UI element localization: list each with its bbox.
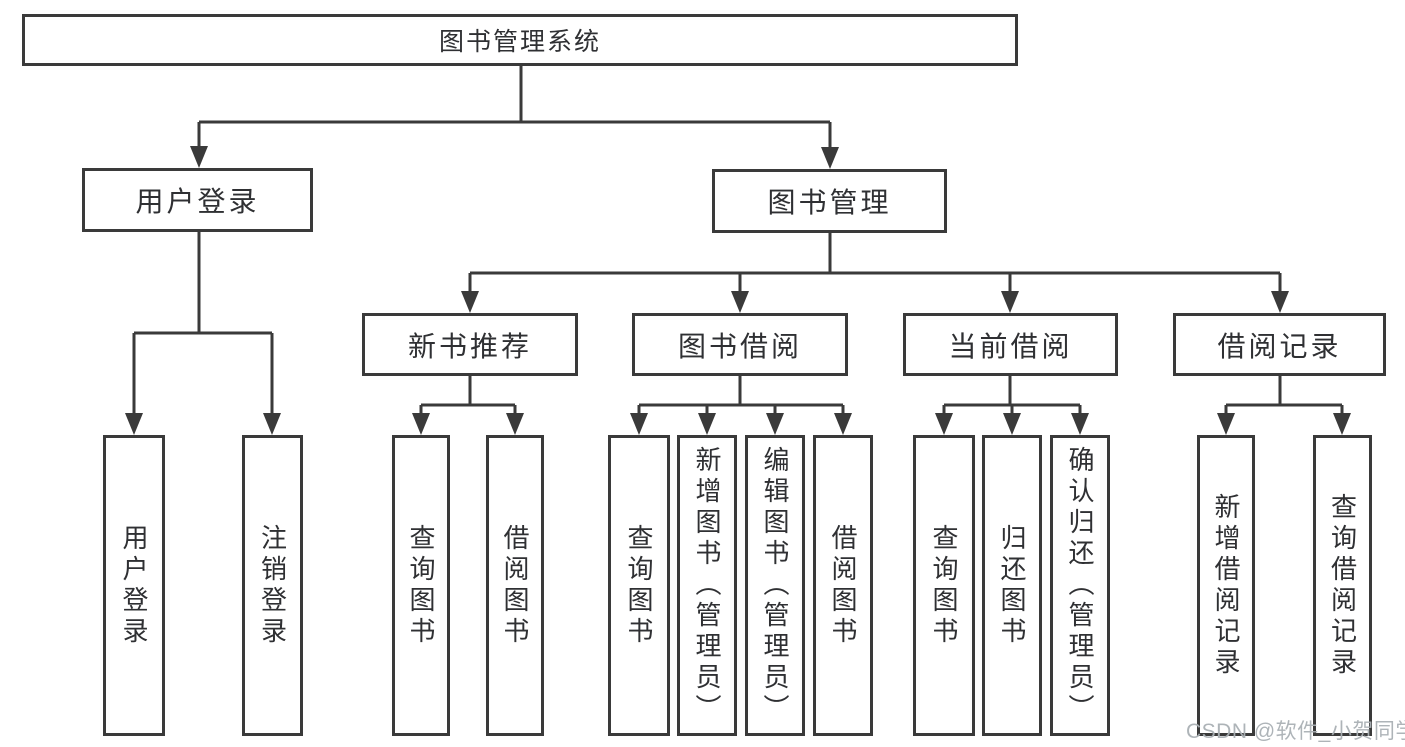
node-label: 归还图书 — [997, 523, 1027, 648]
node-label: 借阅图书 — [500, 523, 530, 648]
csdn-watermark: CSDN @软件_小贺同学 — [1186, 720, 1405, 743]
node-label: 新增图书（管理员） — [692, 446, 722, 725]
node-label: 查询图书 — [624, 523, 654, 648]
node-label: 用户登录 — [135, 186, 260, 217]
leaf-query-borrowing-record: 查询借阅记录 — [1313, 435, 1372, 736]
leaf-user-login: 用户登录 — [103, 435, 165, 736]
node-label: 新书推荐 — [407, 330, 532, 362]
leaf-borrow-books-recommendation: 借阅图书 — [486, 435, 544, 736]
node-label: 借阅图书 — [828, 523, 858, 648]
leaf-return-books: 归还图书 — [982, 435, 1042, 736]
leaf-add-borrowing-record: 新增借阅记录 — [1197, 435, 1255, 736]
node-user-login: 用户登录 — [82, 168, 313, 232]
node-label: 注销登录 — [257, 523, 288, 648]
node-label: 图书借阅 — [677, 330, 802, 362]
node-label: 图书管理系统 — [438, 28, 601, 56]
leaf-logout: 注销登录 — [242, 435, 303, 736]
node-library-management-system: 图书管理系统 — [22, 14, 1018, 66]
node-label: 确认归还（管理员） — [1065, 446, 1095, 725]
node-borrowing-records: 借阅记录 — [1173, 313, 1386, 376]
node-label: 新增借阅记录 — [1211, 492, 1241, 679]
node-new-book-recommendation: 新书推荐 — [362, 313, 578, 376]
leaf-query-books-recommendation: 查询图书 — [392, 435, 450, 736]
node-label: 编辑图书（管理员） — [760, 446, 790, 725]
leaf-query-books-current: 查询图书 — [913, 435, 975, 736]
node-current-borrowing: 当前借阅 — [903, 313, 1118, 376]
leaf-borrow-books: 借阅图书 — [813, 435, 873, 736]
node-label: 查询图书 — [929, 523, 959, 648]
node-label: 图书管理 — [767, 187, 892, 218]
node-book-management: 图书管理 — [712, 169, 947, 233]
node-label: 查询图书 — [406, 523, 436, 648]
leaf-confirm-return-admin: 确认归还（管理员） — [1050, 435, 1110, 736]
connector-paths — [132, 66, 1344, 418]
node-book-borrowing: 图书借阅 — [632, 313, 848, 376]
leaf-edit-books-admin: 编辑图书（管理员） — [745, 435, 805, 736]
node-label: 当前借阅 — [948, 330, 1073, 362]
arrowheads — [125, 146, 1351, 435]
leaf-query-books-borrowing: 查询图书 — [608, 435, 670, 736]
node-label: 查询借阅记录 — [1327, 492, 1358, 679]
node-label: 借阅记录 — [1217, 330, 1342, 362]
leaf-add-books-admin: 新增图书（管理员） — [677, 435, 737, 736]
node-label: 用户登录 — [119, 523, 149, 648]
